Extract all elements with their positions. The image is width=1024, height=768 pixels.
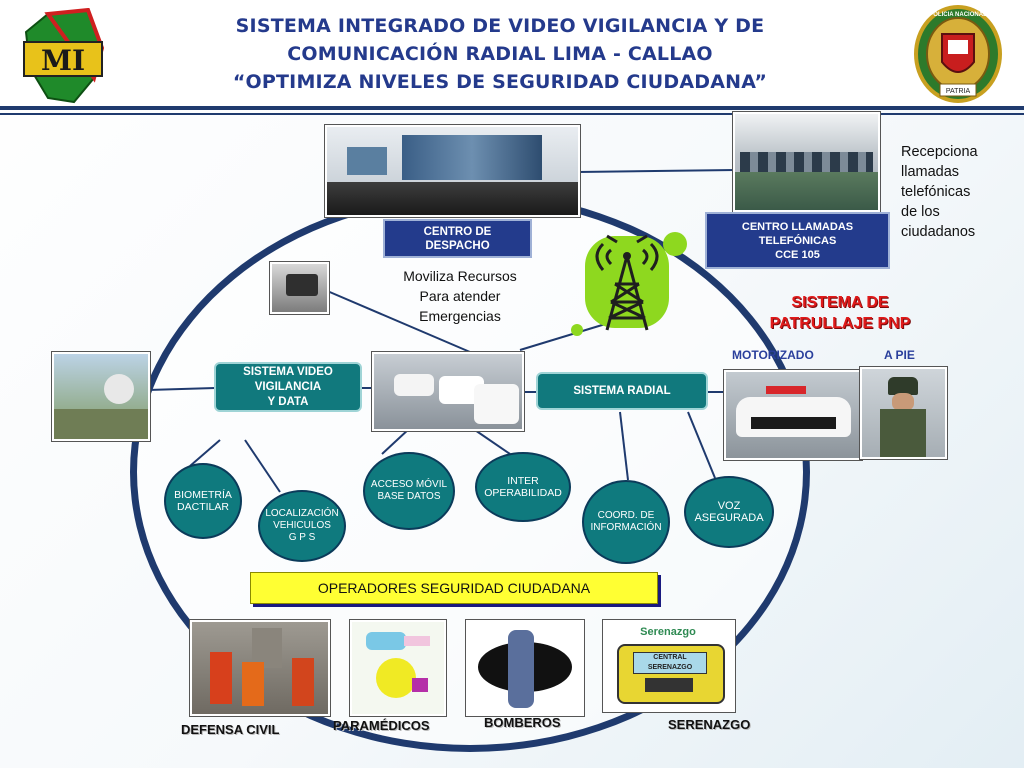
recepciona-line-5: ciudadanos [901,224,976,240]
localizacion-line-3: G P S [288,532,316,543]
sistema-video-line-3: Y DATA [267,395,309,408]
bomberos-label: BOMBEROS [484,715,561,730]
page-title-line-2: COMUNICACIÓN RADIAL LIMA - CALLAO [287,43,713,65]
defensa-civil-label: DEFENSA CIVIL [181,722,280,737]
acceso-line-1: ACCESO MÓVIL [370,479,448,490]
coord-line-1: COORD. DE [597,510,655,521]
moviliza-line-1: Moviliza Recursos [403,268,517,284]
defensa-civil-photo [190,620,330,716]
sistema-video-line-2: VIGILANCIA [254,380,322,393]
phone-photo [270,262,329,314]
inter-line-1: INTER [507,475,539,487]
moviliza-line-2: Para atender [419,288,501,304]
left-logo-letters: MI [41,44,85,77]
coord-line-2: INFORMACIÓN [590,522,662,533]
biometria-line-2: DACTILAR [177,501,229,513]
patrullaje-title-line-2: PATRULLAJE PNP [769,315,911,332]
dispatch-center-photo [325,125,580,217]
centro-llamadas-line-3: CCE 105 [775,248,820,261]
bomberos-image [466,620,584,716]
page-title-line-1: SISTEMA INTEGRADO DE VIDEO VIGILANCIA Y … [235,15,765,37]
voz-asegurada-oval: VOZ ASEGURADA [684,476,774,548]
centro-llamadas-line-1: CENTRO LLAMADAS [741,220,854,233]
localizacion-line-1: LOCALIZACIÓN [265,508,339,519]
localizacion-line-2: VEHICULOS [273,520,331,531]
header-divider-thin [0,113,1024,115]
call-center-photo [733,112,880,212]
antenna-icon [571,232,687,336]
voz-line-2: ASEGURADA [694,512,764,524]
patrullaje-title-line-1: SISTEMA DE [791,294,889,311]
biometria-oval: BIOMETRÍA DACTILAR [164,463,242,539]
acceso-movil-oval: ACCESO MÓVIL BASE DATOS [363,452,455,530]
centro-despacho-line-2: DESPACHO [425,239,490,252]
localizacion-oval: LOCALIZACIÓN VEHICULOS G P S [258,490,346,562]
motorizado-label: MOTORIZADO [732,348,814,362]
centro-llamadas-line-2: TELEFÓNICAS [758,234,837,247]
inter-operabilidad-oval: INTER OPERABILIDAD [475,452,571,522]
seal-ring-text: POLICIA NACIONAL [929,12,987,18]
foot-officer-photo [860,367,947,459]
acceso-line-2: BASE DATOS [377,491,441,502]
centro-llamadas-box: CENTRO LLAMADAS TELEFÓNICAS CCE 105 [705,212,890,269]
paramedicos-image [350,620,446,716]
recepciona-text: Recepciona llamadas telefónicas de los c… [901,142,1011,242]
police-car-photo [724,370,862,460]
serenazgo-image: Serenazgo CENTRAL SERENAZGO [603,620,735,712]
sistema-video-line-1: SISTEMA VIDEO [243,365,333,378]
moviliza-line-3: Emergencias [419,308,501,324]
centro-despacho-box: CENTRO DE DESPACHO [383,219,532,258]
police-seal-icon: PATRIA POLICIA NACIONAL [914,5,1002,103]
serenazgo-label: SERENAZGO [668,717,751,732]
patrullaje-title: SISTEMA DE PATRULLAJE PNP [722,292,958,334]
page-title-line-3: “OPTIMIZA NIVELES DE SEGURIDAD CIUDADANA… [232,71,768,93]
operadores-banner: OPERADORES SEGURIDAD CIUDADANA [250,572,658,604]
centro-despacho-line-1: CENTRO DE [423,225,492,238]
left-logo-icon: MI [23,8,105,104]
serenazgo-car-text: CENTRAL SERENAZGO [633,652,707,674]
recepciona-line-2: llamadas [901,164,960,180]
patrol-cars-photo [372,352,524,431]
a-pie-label: A PIE [884,348,915,362]
inter-line-2: OPERABILIDAD [484,487,562,499]
sistema-video-box: SISTEMA VIDEO VIGILANCIA Y DATA [214,362,362,412]
serenazgo-sign-text: Serenazgo [640,626,696,638]
header-divider [0,106,1024,110]
moviliza-text: Moviliza Recursos Para atender Emergenci… [384,266,536,326]
sistema-radial-label: SISTEMA RADIAL [573,384,671,397]
biometria-line-1: BIOMETRÍA [174,489,232,501]
paramedicos-label: PARAMÉDICOS [333,718,430,733]
seal-ribbon-text: PATRIA [946,88,971,95]
voz-line-1: VOZ [717,500,741,512]
recepciona-line-4: de los [901,204,940,220]
recepciona-line-1: Recepciona [901,144,978,160]
sistema-radial-box: SISTEMA RADIAL [536,372,708,410]
header-band [0,0,1024,108]
coord-informacion-oval: COORD. DE INFORMACIÓN [582,480,670,564]
video-camera-photo [52,352,150,441]
recepciona-line-3: telefónicas [901,184,971,200]
